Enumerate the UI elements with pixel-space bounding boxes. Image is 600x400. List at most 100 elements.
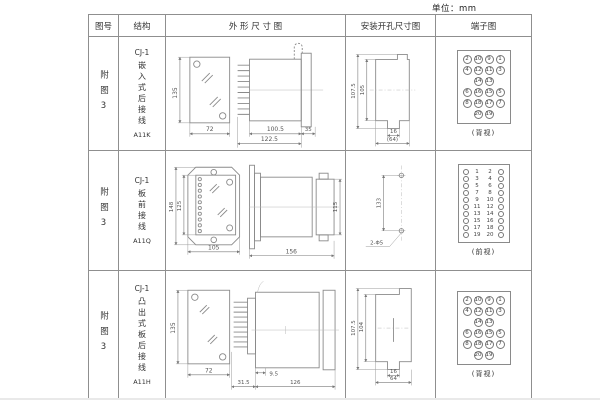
terminal-5: 5 [475,183,479,190]
view-label: (背视) [471,369,496,378]
dim-label: 9.5 [269,371,278,377]
hatch-mark [199,304,218,345]
side-view: 100.5 35 122.5 [237,42,324,148]
terminal-11: 11 [484,306,494,316]
terminal-circle [463,210,469,217]
dim-label: 72 [205,367,213,374]
terminal-16: 16 [473,328,483,338]
terminal-3: 3 [475,176,479,183]
type-code: A11Q [133,237,151,245]
terminal-2: 2 [462,54,472,64]
hatch-mark [201,72,222,108]
install-cell-a11k: 107.5 105 16 (64) [346,37,436,151]
terminal-9: 9 [484,295,494,305]
dim-label: 16 [390,369,397,375]
terminal-20: 20 [473,350,483,360]
terminal-11: 11 [484,65,494,75]
terminal-17: 17 [484,98,494,108]
terminal-15: 15 [473,217,481,224]
install-cell-a11q: 133 2-Φ5 [346,151,436,271]
structure-a11q: CJ-1 板前接线 A11Q [119,151,166,271]
terminal-4: 4 [462,65,472,75]
figure-no-a11q: 附图3 [89,151,119,271]
terminal-circle [463,197,469,204]
terminal-20: 20 [473,109,483,119]
figure-no-a11k: 附图3 [89,37,119,151]
terminal-9: 9 [484,54,494,64]
dim-label: 72 [206,126,214,133]
mount-hole-icon [226,178,234,186]
front-view: 135 72 [172,56,231,137]
mount-hole-icon [191,293,199,301]
terminal-6: 6 [488,183,492,190]
scan-edge [0,398,600,400]
terminal-18: 18 [486,224,494,231]
dim-label: 126 [290,380,301,386]
terminal-5: 5 [495,87,505,97]
type-code: A11H [133,377,151,386]
structure-a11k: CJ-1 嵌入式后接线 A11K [119,37,166,151]
terminal-15: 15 [484,87,494,97]
figure-label: 附图3 [98,186,109,235]
terminal-13: 13 [484,317,494,327]
header-install-dims: 安装开孔尺寸图 [346,15,436,37]
terminal-comb [237,64,250,115]
dim-label: (64) [387,137,398,143]
terminal-17: 17 [484,339,494,349]
terminal-2: 2 [462,295,472,305]
terminal-circle [498,176,504,183]
terminal-comb [233,301,248,348]
terminal-circle [498,217,504,224]
header-outline-dims: 外 形 尺 寸 图 [166,15,346,37]
dim-label: 156 [286,248,298,255]
terminal-13: 13 [484,76,494,86]
terminal-10: 10 [473,295,483,305]
terminal-3: 3 [495,65,505,75]
front-view: 148 125 105 [169,166,241,255]
cutout-outline [375,53,410,130]
install-drawing-a11h: 107.5 104 16 64 [351,288,412,386]
dim-label: 125 [177,201,183,211]
model-label: CJ-1 [134,48,150,57]
terminal-circle [463,183,469,190]
terminal-circle [463,231,469,238]
mount-hole-icon [219,353,227,361]
terminal-7: 7 [495,98,505,108]
terminal-circle [463,190,469,197]
terminal-circle [463,176,469,183]
model-label: CJ-1 [134,176,150,185]
outline-cell-a11k: 135 72 100.5 [166,37,346,151]
terminal-12: 12 [473,306,483,316]
terminal-circle [463,203,469,210]
dim-label: 31.5 [237,380,249,386]
cutout-outline [375,288,412,371]
mount-hole-icon [210,168,217,176]
terminal-20: 20 [486,231,494,238]
structure-name: 板前接线 [137,189,147,233]
terminal-10: 10 [486,197,494,204]
dim-label: 100.5 [267,126,284,133]
terminal-18: 18 [473,339,483,349]
terminal-column [197,177,202,234]
terminal-18: 18 [473,98,483,108]
figure-no-a11h: 附图3 [89,271,119,398]
terminal-6: 6 [462,87,472,97]
mount-hole-icon [219,112,227,120]
terminal-1: 1 [495,295,505,305]
terminal-12: 12 [486,203,494,210]
dim-label: 105 [208,244,220,251]
unit-label: 单位：mm [432,4,477,14]
terminal-4: 4 [488,176,492,183]
terminal-circle [463,169,469,176]
terminal-9: 9 [475,197,479,204]
mount-hole-icon [210,236,217,244]
spec-table: 图号 结构 外 形 尺 寸 图 安装开孔尺寸图 端子图 附图3 CJ-1 嵌入式… [88,14,532,399]
dim-label: 122.5 [261,136,278,143]
dim-label: 16 [390,129,397,135]
terminal-8: 8 [462,98,472,108]
